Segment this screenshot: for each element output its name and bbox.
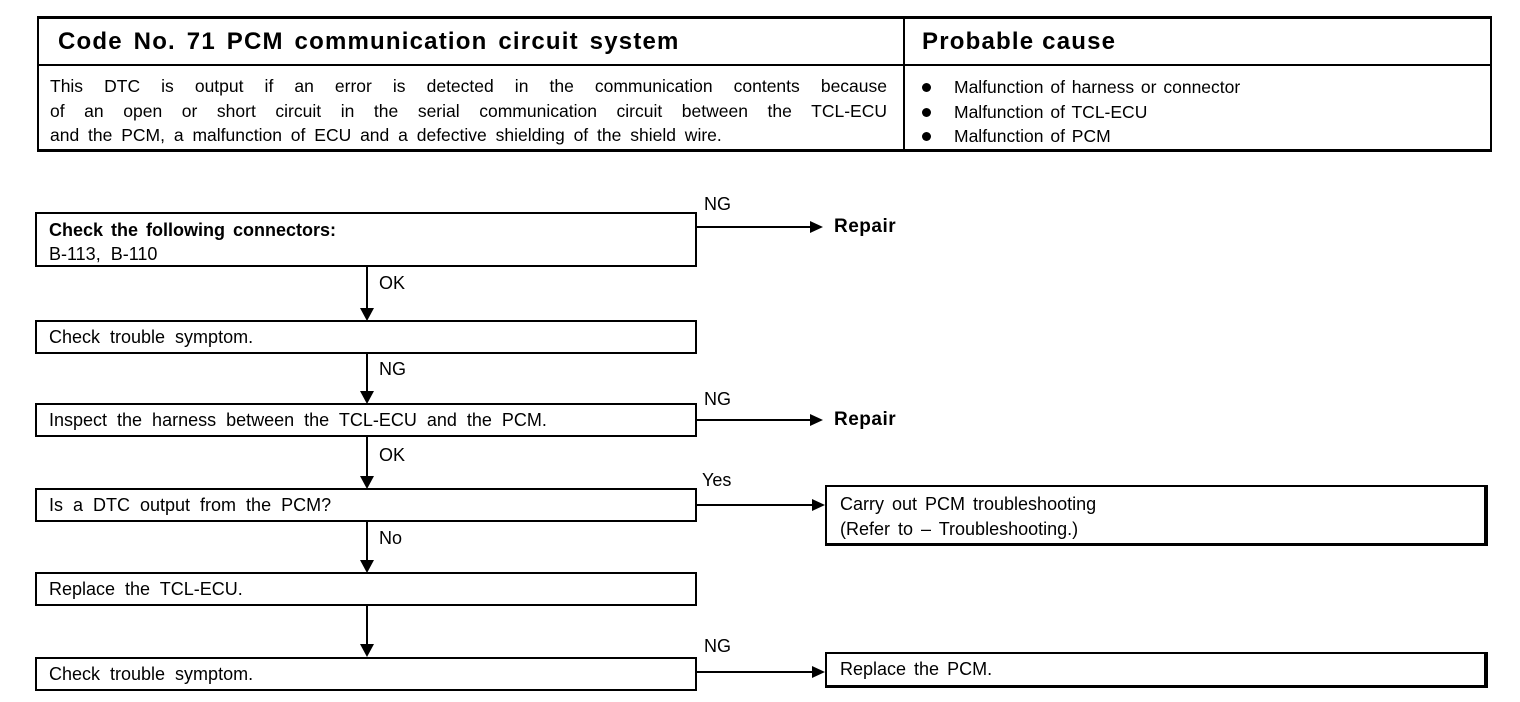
step-text: Is a DTC output from the PCM?	[49, 494, 332, 515]
repair-label-2: Repair	[834, 409, 897, 430]
arrow-right-icon	[810, 414, 823, 426]
step-text: Check trouble symptom.	[49, 326, 254, 347]
step-box-check-symptom-2: Check trouble symptom.	[35, 657, 697, 691]
result-line-1: Carry out PCM troubleshooting	[840, 494, 1097, 514]
step-box-replace-tcl-ecu: Replace the TCL-ECU.	[35, 572, 697, 606]
arrow-right-icon	[812, 499, 825, 511]
step-text: Replace the TCL-ECU.	[49, 578, 243, 599]
step-text: Check trouble symptom.	[49, 663, 254, 684]
connector-label-ok-1: OK	[379, 273, 406, 293]
probable-cause-item: Malfunction of harness or connector	[922, 75, 1490, 100]
arrow-down-icon	[360, 308, 374, 321]
repair-label-1: Repair	[834, 216, 897, 237]
step-title: Check the following connectors:	[49, 220, 337, 240]
connector-line-down-3	[366, 437, 368, 477]
branch-line-3	[697, 504, 812, 506]
probable-cause-text: Malfunction of PCM	[954, 126, 1111, 146]
bullet-icon	[922, 107, 931, 117]
branch-label-yes: Yes	[702, 470, 732, 490]
result-box-replace-pcm: Replace the PCM.	[825, 652, 1488, 688]
description-line-1: This DTC is output if an error is detect…	[50, 76, 887, 96]
branch-line-1	[697, 226, 810, 228]
step-text: Inspect the harness between the TCL-ECU …	[49, 409, 547, 430]
arrow-down-icon	[360, 476, 374, 489]
description-line-2: of an open or short circuit in the seria…	[50, 100, 887, 121]
branch-label-ng-1: NG	[704, 194, 731, 214]
result-box-pcm-troubleshooting: Carry out PCM troubleshooting (Refer to …	[825, 485, 1488, 546]
branch-line-2	[697, 419, 810, 421]
probable-cause-heading: Probable cause	[905, 19, 1490, 66]
arrow-down-icon	[360, 391, 374, 404]
dtc-description: This DTC is output if an error is detect…	[39, 66, 905, 149]
arrow-right-icon	[810, 221, 823, 233]
arrow-down-icon	[360, 644, 374, 657]
probable-cause-list: Malfunction of harness or connector Malf…	[905, 66, 1490, 149]
dtc-code-title: Code No. 71 PCM communication circuit sy…	[39, 19, 905, 66]
probable-cause-item: Malfunction of PCM	[922, 124, 1490, 149]
probable-cause-text: Malfunction of harness or connector	[954, 77, 1241, 97]
step-box-inspect-harness: Inspect the harness between the TCL-ECU …	[35, 403, 697, 437]
step-box-check-symptom-1: Check trouble symptom.	[35, 320, 697, 354]
result-text: Replace the PCM.	[840, 659, 993, 679]
step-box-check-connectors: Check the following connectors: B-113, B…	[35, 212, 697, 267]
arrow-down-icon	[360, 560, 374, 573]
branch-label-ng-3: NG	[704, 636, 731, 656]
result-line-2: (Refer to – Troubleshooting.)	[840, 519, 1079, 539]
probable-cause-item: Malfunction of TCL-ECU	[922, 100, 1490, 125]
description-line-3: and the PCM, a malfunction of ECU and a …	[50, 125, 722, 145]
step-box-dtc-question: Is a DTC output from the PCM?	[35, 488, 697, 522]
connector-label-ng-1: NG	[379, 359, 406, 379]
dtc-header-table: Code No. 71 PCM communication circuit sy…	[37, 16, 1492, 152]
step-detail: B-113, B-110	[49, 244, 158, 264]
probable-cause-text: Malfunction of TCL-ECU	[954, 101, 1148, 122]
branch-line-4	[697, 671, 812, 673]
connector-line-down-2	[366, 353, 368, 392]
arrow-right-icon	[812, 666, 825, 678]
connector-line-down-4	[366, 522, 368, 561]
branch-label-ng-2: NG	[704, 389, 731, 409]
connector-line-down-1	[366, 267, 368, 309]
connector-line-down-5	[366, 605, 368, 645]
bullet-icon	[922, 83, 931, 92]
connector-label-no: No	[379, 528, 403, 548]
connector-label-ok-2: OK	[379, 445, 406, 465]
bullet-icon	[922, 132, 931, 141]
